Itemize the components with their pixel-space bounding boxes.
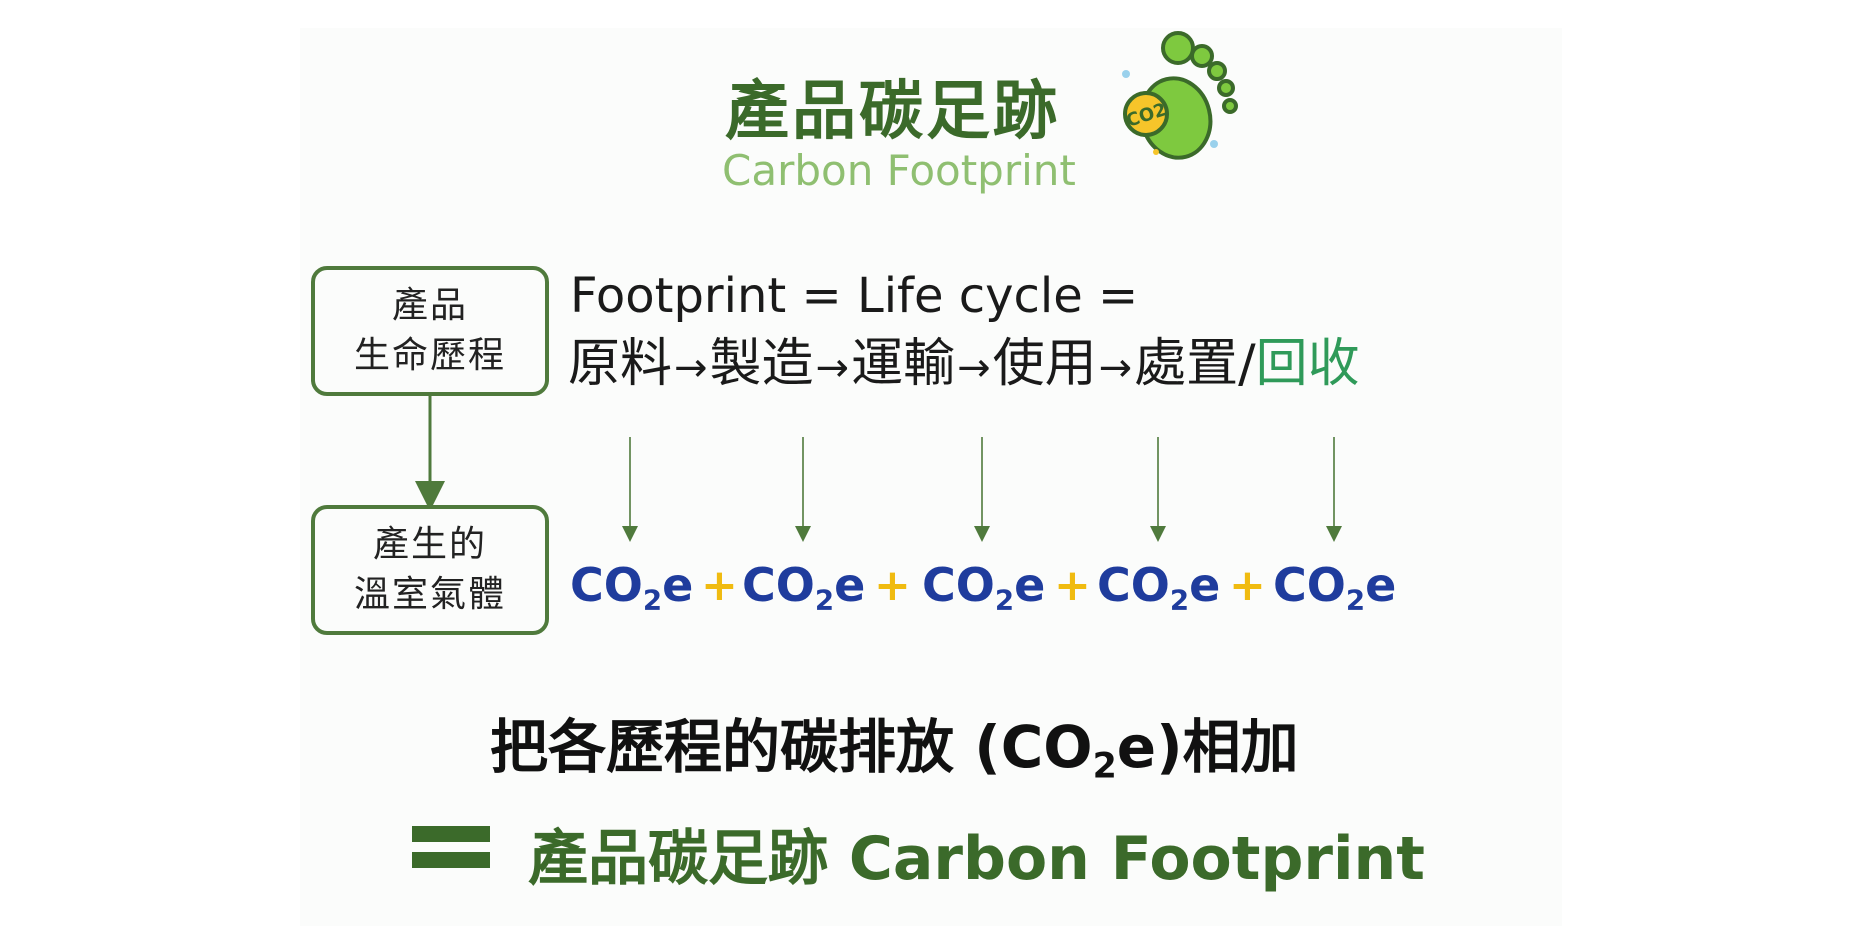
lifecycle-box-line2: 生命歷程 <box>353 335 506 376</box>
ghg-box-line2: 溫室氣體 <box>353 574 506 615</box>
plus-sign: + <box>1054 560 1091 611</box>
stage-arrow: → <box>1098 345 1133 391</box>
co2e-term: CO2e <box>570 558 694 617</box>
co2e-term: CO2e <box>742 558 866 617</box>
stage-arrow: → <box>815 345 850 391</box>
lifecycle-box-line1: 產品 <box>391 285 468 326</box>
stage-recycle: 回收 <box>1255 334 1360 394</box>
footprint-logo-icon: CO2 <box>1122 31 1238 160</box>
co2e-term: CO2e <box>1097 558 1221 617</box>
stage-use: 使用 <box>992 334 1097 394</box>
stage-arrow: → <box>674 345 708 391</box>
lifecycle-box: 產品 生命歷程 <box>311 266 549 396</box>
stage-disposal: 處置/ <box>1134 334 1256 394</box>
background-panel <box>300 28 1562 926</box>
lifecycle-stages: 原料→製造→運輸→使用→處置/回收 <box>568 334 1360 398</box>
summary-text: 把各歷程的碳排放 (CO2e)相加 <box>490 713 1299 787</box>
formula-text: Footprint = Life cycle = <box>570 268 1139 324</box>
stage-raw-material: 原料 <box>568 334 673 394</box>
final-result: 產品碳足跡 Carbon Footprint <box>528 824 1425 894</box>
plus-sign: + <box>701 560 738 611</box>
stage-arrow: → <box>957 345 991 391</box>
co2e-term: CO2e <box>1273 558 1397 617</box>
page-title: 產品碳足跡 <box>725 75 1060 149</box>
page-subtitle: Carbon Footprint <box>722 146 1076 195</box>
ghg-box: 產生的 溫室氣體 <box>311 505 549 635</box>
stage-manufacturing: 製造 <box>709 334 814 394</box>
equals-bar-top <box>412 826 490 842</box>
ghg-box-line1: 產生的 <box>372 524 487 565</box>
plus-sign: + <box>874 560 911 611</box>
co2e-term: CO2e <box>922 558 1046 617</box>
stage-transport: 運輸 <box>851 334 956 394</box>
plus-sign: + <box>1229 560 1266 611</box>
equals-bar-bottom <box>412 852 490 868</box>
